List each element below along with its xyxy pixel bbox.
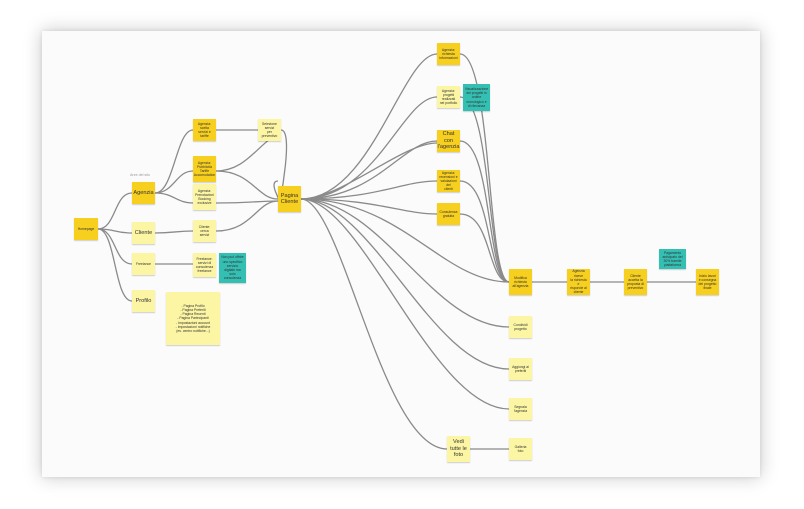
link-pagina-r3-b <box>300 142 438 200</box>
link-ag2-pagina <box>215 170 279 200</box>
link-cl1-pagina <box>215 200 279 232</box>
note-b3[interactable]: Segnala l'agenzia <box>509 398 532 420</box>
note-b2[interactable]: Aggiungi ai preferiti <box>509 358 532 380</box>
link-pagina-r1 <box>300 53 438 200</box>
note-fr-note[interactable]: Non può offrire uno specifico servizio d… <box>219 253 246 283</box>
link-home-profilo <box>97 228 133 302</box>
note-r1[interactable]: Agenzia: richiesta informazioni <box>437 43 460 65</box>
note-v1[interactable]: Vedi tutte le foto <box>447 436 470 462</box>
link-pagina-v1 <box>300 198 448 450</box>
link-r1-modifica <box>459 53 510 283</box>
note-cliente[interactable]: Cliente <box>132 222 155 244</box>
note-v2[interactable]: Galleria foto <box>509 438 532 460</box>
section-label: Aree del sito <box>130 173 150 177</box>
note-fr1[interactable]: Freelance: servizi di consulenza freelan… <box>193 253 216 277</box>
note-ag3[interactable]: Agenzia: Prenotazioni Booking exclusive <box>193 184 216 210</box>
note-f2[interactable]: Cliente accetta la proposta di preventiv… <box>624 269 647 295</box>
note-f3[interactable]: Inizio lavori e consegna del progetto fi… <box>696 269 719 295</box>
link-cliente-cl1 <box>154 230 194 234</box>
link-r5-modifica <box>459 213 510 283</box>
note-modifica[interactable]: Modifica richiesta all'agenzia <box>509 269 532 295</box>
note-profilo-list[interactable]: - Pagina Profilo - Pagina Preferiti - Pa… <box>166 292 220 345</box>
note-f-note[interactable]: Pagamento anticipato del 30% tramite pia… <box>659 249 686 269</box>
note-r3[interactable]: Chat con l'agenzia <box>437 130 460 152</box>
link-r4-modifica <box>459 180 510 283</box>
note-cl1[interactable]: Cliente: cerca servizi <box>193 220 216 242</box>
note-r2-note[interactable]: Visualizzazione dei progetti in ordine c… <box>463 84 490 111</box>
note-r5[interactable]: Consulenza gratuita <box>437 203 460 225</box>
note-ag2[interactable]: Agenzia: Pubblicità Tariffe Accomodation <box>193 156 216 182</box>
note-r2[interactable]: Agenzia: progetti realizzati nel portfol… <box>437 86 460 108</box>
link-agenzia-ag1 <box>154 129 194 194</box>
note-profilo[interactable]: Profilo <box>132 290 155 312</box>
link-home-freelance <box>97 228 133 265</box>
note-homepage[interactable]: Homepage <box>74 218 98 240</box>
link-agenzia-ag2 <box>154 170 194 194</box>
link-pagina-r5 <box>300 198 438 215</box>
link-r3-modifica <box>459 140 510 283</box>
link-pagina-b1 <box>300 198 510 328</box>
link-pagina-b2 <box>300 198 510 370</box>
link-pagina-r4 <box>300 180 438 200</box>
note-r4[interactable]: Agenzia: recensioni e valutazioni dei cl… <box>437 170 460 192</box>
note-agenzia[interactable]: Agenzia <box>132 182 155 204</box>
connector-lines <box>97 53 696 450</box>
link-pagina-r3 <box>300 140 438 200</box>
link-ag2-step2 <box>215 138 271 172</box>
link-home-agenzia <box>97 192 133 230</box>
note-step2[interactable]: Selezione servizi per preventivo <box>258 119 281 141</box>
link-pagina-r2 <box>300 96 438 200</box>
link-pagina-b3 <box>300 198 510 410</box>
link-pagina-modifica <box>300 198 510 283</box>
link-agenzia-ag3 <box>154 192 194 204</box>
note-pagina-cliente[interactable]: Pagina Cliente <box>278 186 301 212</box>
whiteboard-canvas[interactable]: Aree del sito Homepage Agenzia Cliente F… <box>42 31 760 477</box>
note-b1[interactable]: Condividi progetto <box>509 316 532 338</box>
note-freelance[interactable]: Freelance <box>132 253 155 275</box>
note-f1[interactable]: Agenzia riceve la richiesta e risponde a… <box>567 269 590 295</box>
note-ag1[interactable]: Agenzia: scelta servizi e tariffe <box>193 119 216 141</box>
